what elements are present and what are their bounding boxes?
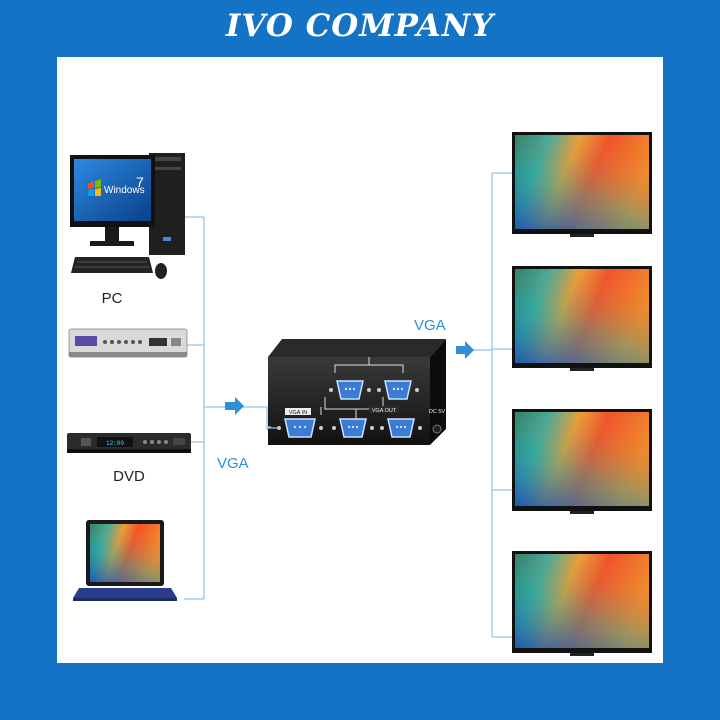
- monitor-2: [512, 266, 652, 371]
- laptop-icon: [73, 520, 177, 601]
- dvd-player-black-icon: 12:00: [67, 433, 191, 453]
- vga-in-label: VGA IN: [289, 410, 307, 416]
- monitor-1: [512, 132, 652, 237]
- dvd-player-icon: [69, 329, 187, 357]
- diagram-panel: Windows 7 PC: [57, 57, 663, 663]
- connection-diagram: Windows 7 PC: [57, 57, 663, 663]
- vga-splitter: VGA IN VGA OUT DC 5V: [265, 339, 446, 445]
- dvd-display: 12:00: [106, 440, 124, 447]
- company-title: IVO COMPANY: [0, 8, 720, 44]
- output-bus: [469, 173, 512, 637]
- dvd-label: DVD: [113, 468, 145, 485]
- dc-label: DC 5V: [429, 409, 446, 415]
- pc-icon: Windows 7: [70, 153, 185, 279]
- windows-version: 7: [136, 174, 144, 190]
- input-arrow: [225, 397, 244, 415]
- vga-out-label: VGA OUT: [372, 408, 397, 414]
- output-arrow: [456, 341, 474, 359]
- input-vga-label: VGA: [217, 455, 249, 472]
- monitor-4: [512, 551, 652, 656]
- monitor-3: [512, 409, 652, 514]
- pc-label: PC: [102, 290, 123, 307]
- output-vga-label: VGA: [414, 317, 446, 334]
